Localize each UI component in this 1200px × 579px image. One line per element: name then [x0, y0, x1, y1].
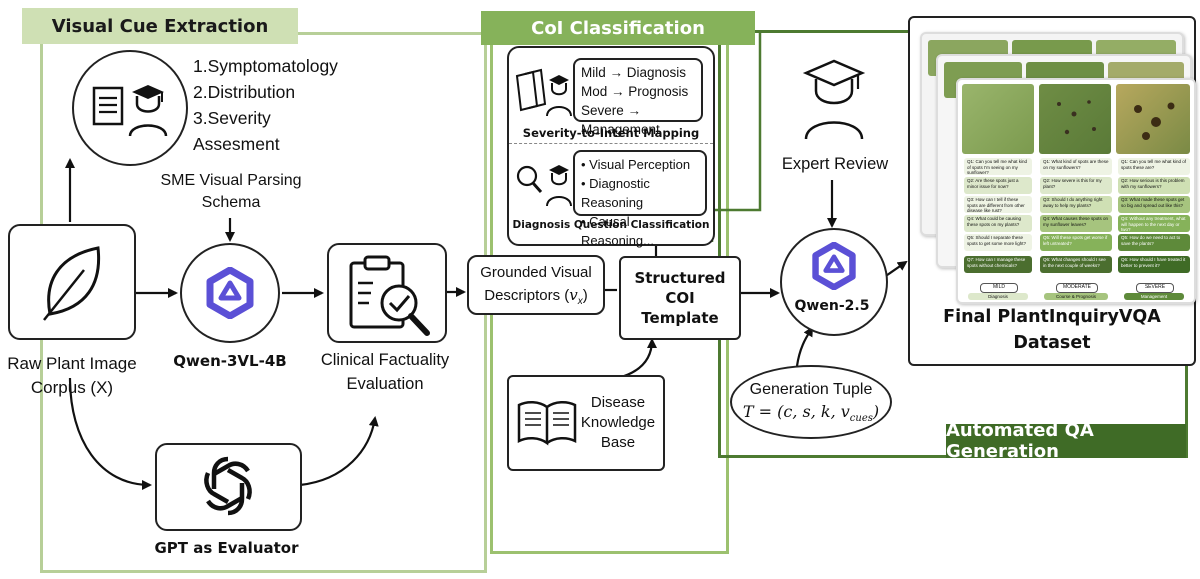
diag-diagnostic: • Diagnostic Reasoning — [581, 176, 650, 210]
criterion-3: 3.Severity — [193, 108, 271, 128]
qwen-logo-icon — [206, 267, 254, 319]
stage-management: Management — [1124, 293, 1184, 300]
severity-map-box: Mild → Diagnosis Mod → Prognosis Severe … — [573, 58, 703, 137]
coi-classification-box: Mild → Diagnosis Mod → Prognosis Severe … — [507, 46, 715, 248]
grounded-line1: Grounded Visual — [480, 264, 592, 281]
stage-diagnosis: Diagnosis — [968, 293, 1028, 300]
final-dataset-box: Q1: Can you tell me what kind of spots I… — [908, 16, 1196, 366]
severity-mild: Mild → Diagnosis — [581, 65, 687, 80]
qa-col-severe: Q1: Can you tell me what kind of spots t… — [1114, 158, 1194, 278]
qa-col-mild: Q1: Can you tell me what kind of spots I… — [960, 158, 1036, 278]
stage-prognosis: Course & Prognosis — [1044, 293, 1108, 300]
grounded-line2: Descriptors (vx) — [484, 286, 588, 307]
auto-qa-header: Automated QA Generation — [946, 420, 1186, 462]
level-mild: MILD — [980, 283, 1018, 293]
sme-schema-label: SME Visual Parsing Schema — [160, 172, 302, 211]
qwen3-circle — [180, 243, 280, 343]
diag-causal: • Causal Reasoning... — [581, 214, 654, 248]
openai-logo-icon — [204, 456, 252, 516]
structured-line3: Template — [641, 309, 719, 327]
severity-title: Severity-to-Intent Mapping — [522, 126, 700, 140]
leaf-icon — [43, 246, 101, 321]
gpt-label: GPT as Evaluator — [154, 539, 299, 557]
divider — [509, 143, 713, 144]
kb-line1: Disease — [590, 394, 646, 411]
coi-header: CoI Classification — [481, 11, 755, 45]
document-expert-icon — [92, 85, 168, 137]
gpt-box — [155, 443, 302, 531]
qwen25-label: Qwen-2.5 — [794, 298, 870, 314]
severity-mod: Mod → Prognosis — [581, 84, 689, 99]
leaf-photo-3 — [1116, 84, 1190, 154]
level-severe: SEVERE — [1136, 283, 1174, 293]
criterion-3b: Assesment — [193, 134, 280, 154]
leaf-photo-2 — [1039, 84, 1111, 154]
severity-severe: Severe → Management — [581, 103, 660, 137]
kb-line2: Knowledge — [580, 414, 656, 431]
grounded-descriptors-box: Grounded Visual Descriptors (vx) — [467, 255, 605, 315]
criterion-2: 2.Distribution — [193, 82, 296, 102]
structured-line2: COI — [665, 289, 695, 307]
qwen-logo-icon-2 — [812, 242, 856, 290]
criteria-list: 1.Symptomatology 2.Distribution 3.Severi… — [193, 53, 338, 157]
knowledge-base-box: Disease Knowledge Base — [507, 375, 665, 471]
book-icon — [517, 401, 577, 446]
qa-col-moderate: Q1: What kind of spots are these on my s… — [1036, 158, 1116, 278]
qa-card-front: Q1: Can you tell me what kind of spots I… — [956, 78, 1196, 304]
tuple-formula: T = (c, s, k, vcues) — [742, 402, 880, 425]
generation-tuple-ellipse: Generation Tuple T = (c, s, k, vcues) — [730, 365, 892, 439]
visual-cue-header: Visual Cue Extraction — [22, 8, 298, 44]
clipboard-check-icon — [349, 255, 430, 336]
qwen3-label: Qwen-3VL-4B — [173, 352, 287, 370]
diag-list-box: • Visual Perception • Diagnostic Reasoni… — [573, 150, 707, 248]
tuple-title: Generation Tuple — [749, 381, 873, 398]
leaf-photo-1 — [962, 84, 1034, 154]
clinical-label: Clinical Factuality Evaluation — [320, 351, 450, 393]
level-moderate: MODERATE — [1056, 283, 1098, 293]
diag-visual: • Visual Perception — [581, 157, 691, 172]
criterion-1: 1.Symptomatology — [193, 56, 338, 76]
expert-review-label: Expert Review — [781, 155, 889, 173]
structured-coi-box: Structured COI Template — [619, 256, 741, 340]
raw-corpus-box — [8, 224, 136, 340]
clinical-box — [327, 243, 447, 343]
final-dataset-label: Final PlantInquiryVQA Dataset — [943, 307, 1161, 353]
kb-line3: Base — [600, 434, 636, 451]
sme-circle — [72, 50, 188, 166]
expert-icon — [802, 59, 866, 140]
raw-corpus-label: Raw Plant Image Corpus (X) — [7, 354, 137, 397]
diag-title: Diagnosis Question Classification — [512, 219, 710, 231]
structured-line1: Structured — [634, 269, 726, 287]
qwen25-circle: Qwen-2.5 — [780, 228, 888, 336]
magnifier-expert-icon — [516, 165, 572, 207]
documents-expert-icon — [515, 68, 572, 117]
